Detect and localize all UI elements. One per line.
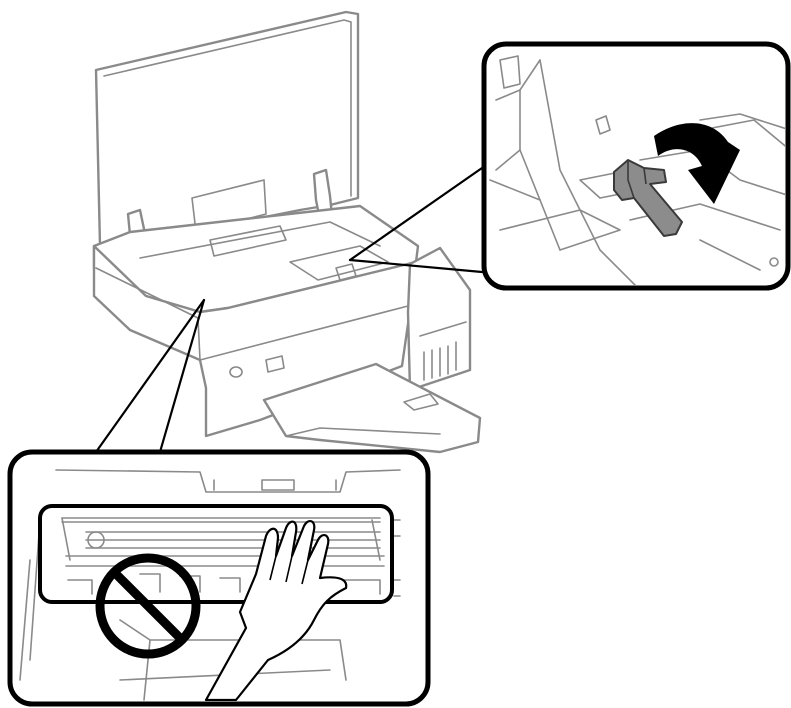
lever-callout [484, 44, 790, 290]
printer-body [94, 12, 480, 452]
film-warning-callout [10, 452, 428, 704]
